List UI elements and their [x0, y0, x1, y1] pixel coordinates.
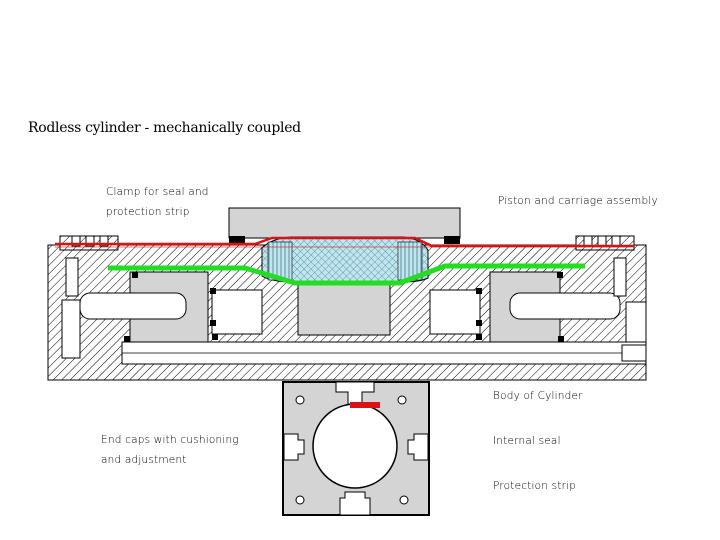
left-adjust-screw	[65, 257, 79, 297]
carriage-top	[228, 207, 461, 239]
clamp-screws-left	[71, 235, 109, 247]
label-internal-seal: Internal seal	[493, 435, 561, 447]
right-adjust-screw	[613, 257, 627, 297]
cross-section	[282, 381, 430, 516]
label-protection-strip: Protection strip	[493, 480, 577, 492]
piston-left	[211, 289, 263, 335]
end-cap-plug-right	[621, 344, 647, 362]
right-slot	[407, 433, 429, 461]
cross-section-seal	[350, 402, 380, 408]
diagram-title: Rodless cylinder - mechanically coupled	[28, 120, 301, 136]
longitudinal-section	[47, 207, 647, 381]
left-slot	[283, 433, 305, 461]
left-cushion-spear	[79, 292, 187, 320]
cross-section-bore	[312, 403, 398, 489]
clamp-screws-right	[583, 235, 621, 247]
right-cushion-spear	[509, 292, 621, 320]
protection-strip-line	[55, 236, 634, 248]
internal-seal-strip	[108, 263, 585, 286]
seal-dots	[124, 272, 564, 342]
bolt-holes	[295, 395, 409, 505]
carriage-foot-right	[444, 236, 460, 244]
right-end-cap-port	[625, 301, 647, 343]
left-end-cap-port	[61, 299, 81, 359]
label-body: Body of Cylinder	[493, 390, 583, 402]
bottom-slot	[339, 491, 371, 516]
label-end-caps: End caps with cushioning and adjustment	[101, 434, 239, 466]
label-clamp: Clamp for seal and protection strip	[106, 186, 209, 218]
carriage-foot-left	[229, 236, 245, 244]
label-piston: Piston and carriage assembly	[498, 195, 658, 207]
piston-right	[429, 289, 481, 335]
